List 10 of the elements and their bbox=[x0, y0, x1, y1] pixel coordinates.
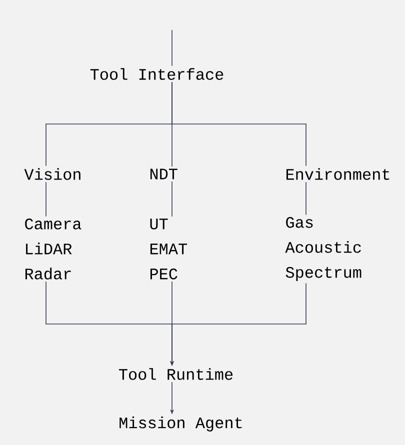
tool-list: UT EMAT PEC bbox=[150, 218, 187, 280]
component-label: Tool Runtime bbox=[118, 368, 233, 380]
component-label: Mission Agent bbox=[120, 416, 242, 432]
connector-line bbox=[172, 82, 306, 166]
category-label: NDT bbox=[150, 168, 178, 180]
tool-list: Camera LiDAR Radar bbox=[25, 218, 82, 280]
tool-list: Gas Acoustic Spectrum bbox=[285, 217, 362, 282]
category-label: Environment bbox=[286, 168, 390, 180]
component-label: Tool Interface bbox=[90, 68, 224, 80]
category-label: Vision bbox=[24, 168, 80, 180]
